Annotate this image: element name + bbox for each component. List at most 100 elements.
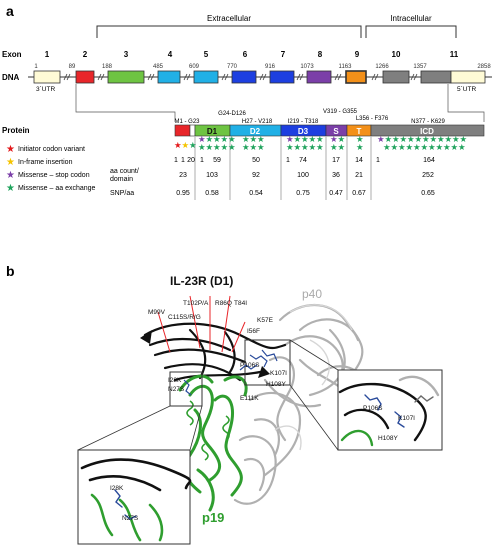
- variant-count: 1: [200, 157, 204, 164]
- domain-label-t: T: [357, 127, 362, 136]
- aa-count-value: 23: [179, 172, 187, 179]
- domain-label-d1: D1: [207, 127, 218, 136]
- legend-star-insertion: ★: [6, 157, 15, 168]
- variant-star: ★: [437, 134, 445, 144]
- variant-count: 1: [286, 157, 290, 164]
- dna-position: 1163: [339, 64, 353, 70]
- variant-star: ★: [398, 142, 406, 152]
- variant-star: ★: [458, 142, 466, 152]
- variant-star: ★: [338, 142, 346, 152]
- variant-star: ★: [316, 134, 324, 144]
- aa-count-value: 36: [332, 172, 340, 179]
- snp-value: 0.95: [176, 190, 190, 197]
- aa-count-value: 21: [355, 172, 363, 179]
- exon-11-utr-box: [450, 70, 486, 84]
- exon-11-gray-box: [420, 70, 452, 84]
- domain-range-label: V319 - G355: [323, 109, 358, 115]
- zoom-connector: [77, 405, 171, 451]
- exon-number: 4: [168, 50, 173, 59]
- snp-value: 0.58: [205, 190, 219, 197]
- variant-star: ★: [356, 134, 364, 144]
- variant-star: ★: [443, 142, 451, 152]
- interface-zoom-box-left: [169, 371, 203, 407]
- exon-3-box: [107, 70, 145, 84]
- mutation-label: R86Q: [215, 300, 232, 307]
- snp-value: 0.67: [352, 190, 366, 197]
- inset-mutation-label: N27S: [122, 515, 139, 522]
- zoom-connector: [189, 405, 203, 451]
- variant-star: ★: [356, 142, 364, 152]
- exon-9-box: [345, 70, 367, 84]
- dna-position: 188: [102, 64, 113, 70]
- variant-star: ★: [242, 134, 250, 144]
- p19-label: p19: [202, 510, 224, 525]
- domain-range-label: G24-D126: [218, 111, 246, 117]
- aa-count-value: 92: [252, 172, 260, 179]
- panel-b-label: b: [6, 263, 15, 279]
- variant-star: ★: [460, 134, 468, 144]
- legend-star-missense: ★: [6, 183, 15, 194]
- variant-star: ★: [182, 140, 190, 150]
- zoom-connector: [289, 384, 339, 451]
- snp-value: 0.65: [421, 190, 435, 197]
- variant-star: ★: [445, 134, 453, 144]
- domain-range-label: L356 - F376: [356, 116, 389, 122]
- variant-star: ★: [422, 134, 430, 144]
- variant-star: ★: [309, 134, 317, 144]
- utr3-label: 3´UTR: [36, 86, 55, 93]
- mutation-label: H108Y: [266, 381, 287, 388]
- exon-7-box: [269, 70, 295, 84]
- exon-number: 11: [450, 50, 459, 59]
- exon-number: 6: [243, 50, 248, 59]
- variant-star: ★: [392, 134, 400, 144]
- exon-number: 8: [318, 50, 323, 59]
- variant-star: ★: [294, 142, 302, 152]
- variant-star: ★: [309, 142, 317, 152]
- exon-number: 1: [45, 50, 50, 59]
- exon-10-box: [382, 70, 410, 84]
- variant-star: ★: [228, 134, 236, 144]
- dna-position: 1357: [413, 64, 427, 70]
- variant-star: ★: [221, 142, 229, 152]
- exon-number: 3: [124, 50, 129, 59]
- variant-count: 20: [187, 157, 195, 164]
- variant-star: ★: [189, 140, 197, 150]
- zoom-connector: [289, 339, 339, 371]
- table-separators: [194, 137, 372, 200]
- il23r-title: IL-23R (D1): [170, 274, 233, 288]
- exon-2-box: [75, 70, 95, 84]
- p40-label: p40: [302, 287, 322, 301]
- variant-star: ★: [428, 142, 436, 152]
- variant-count: 14: [355, 157, 363, 164]
- variant-count: 1: [174, 157, 178, 164]
- variant-star: ★: [415, 134, 423, 144]
- variant-count: 1: [181, 157, 185, 164]
- snp-value: 0.47: [329, 190, 343, 197]
- dna-position: 485: [153, 64, 164, 70]
- mutation-label: N27S: [168, 386, 185, 393]
- variant-star: ★: [330, 142, 338, 152]
- variant-star: ★: [206, 134, 214, 144]
- aa-count-label: aa count/: [110, 168, 139, 175]
- p19-coils: [186, 400, 230, 461]
- variant-star: ★: [286, 142, 294, 152]
- variant-star: ★: [377, 134, 385, 144]
- panel-b: b: [6, 263, 443, 545]
- variant-star: ★: [330, 134, 338, 144]
- mutation-label: T102P/A: [183, 300, 209, 307]
- mutation-label: C115S/R/G: [168, 314, 201, 321]
- snp-value: 0.54: [249, 190, 263, 197]
- aa-count-value: 100: [297, 172, 309, 179]
- exon-1-box: [33, 70, 61, 84]
- residue-sticks: [183, 349, 278, 396]
- variant-star: ★: [338, 134, 346, 144]
- variant-stars: ★★★★★★★★★★★★★★★★★★★★★★★★★★★★★★★★★★★★★★★★…: [174, 134, 468, 152]
- variant-star: ★: [301, 142, 309, 152]
- interface-zoom-box-right: [244, 339, 291, 386]
- variant-star: ★: [316, 142, 324, 152]
- variant-star: ★: [385, 134, 393, 144]
- mutation-label: E111K: [240, 395, 259, 402]
- snp-value: 0.75: [296, 190, 310, 197]
- exon-number: 5: [204, 50, 209, 59]
- domain-range-label: I219 - T318: [288, 119, 319, 125]
